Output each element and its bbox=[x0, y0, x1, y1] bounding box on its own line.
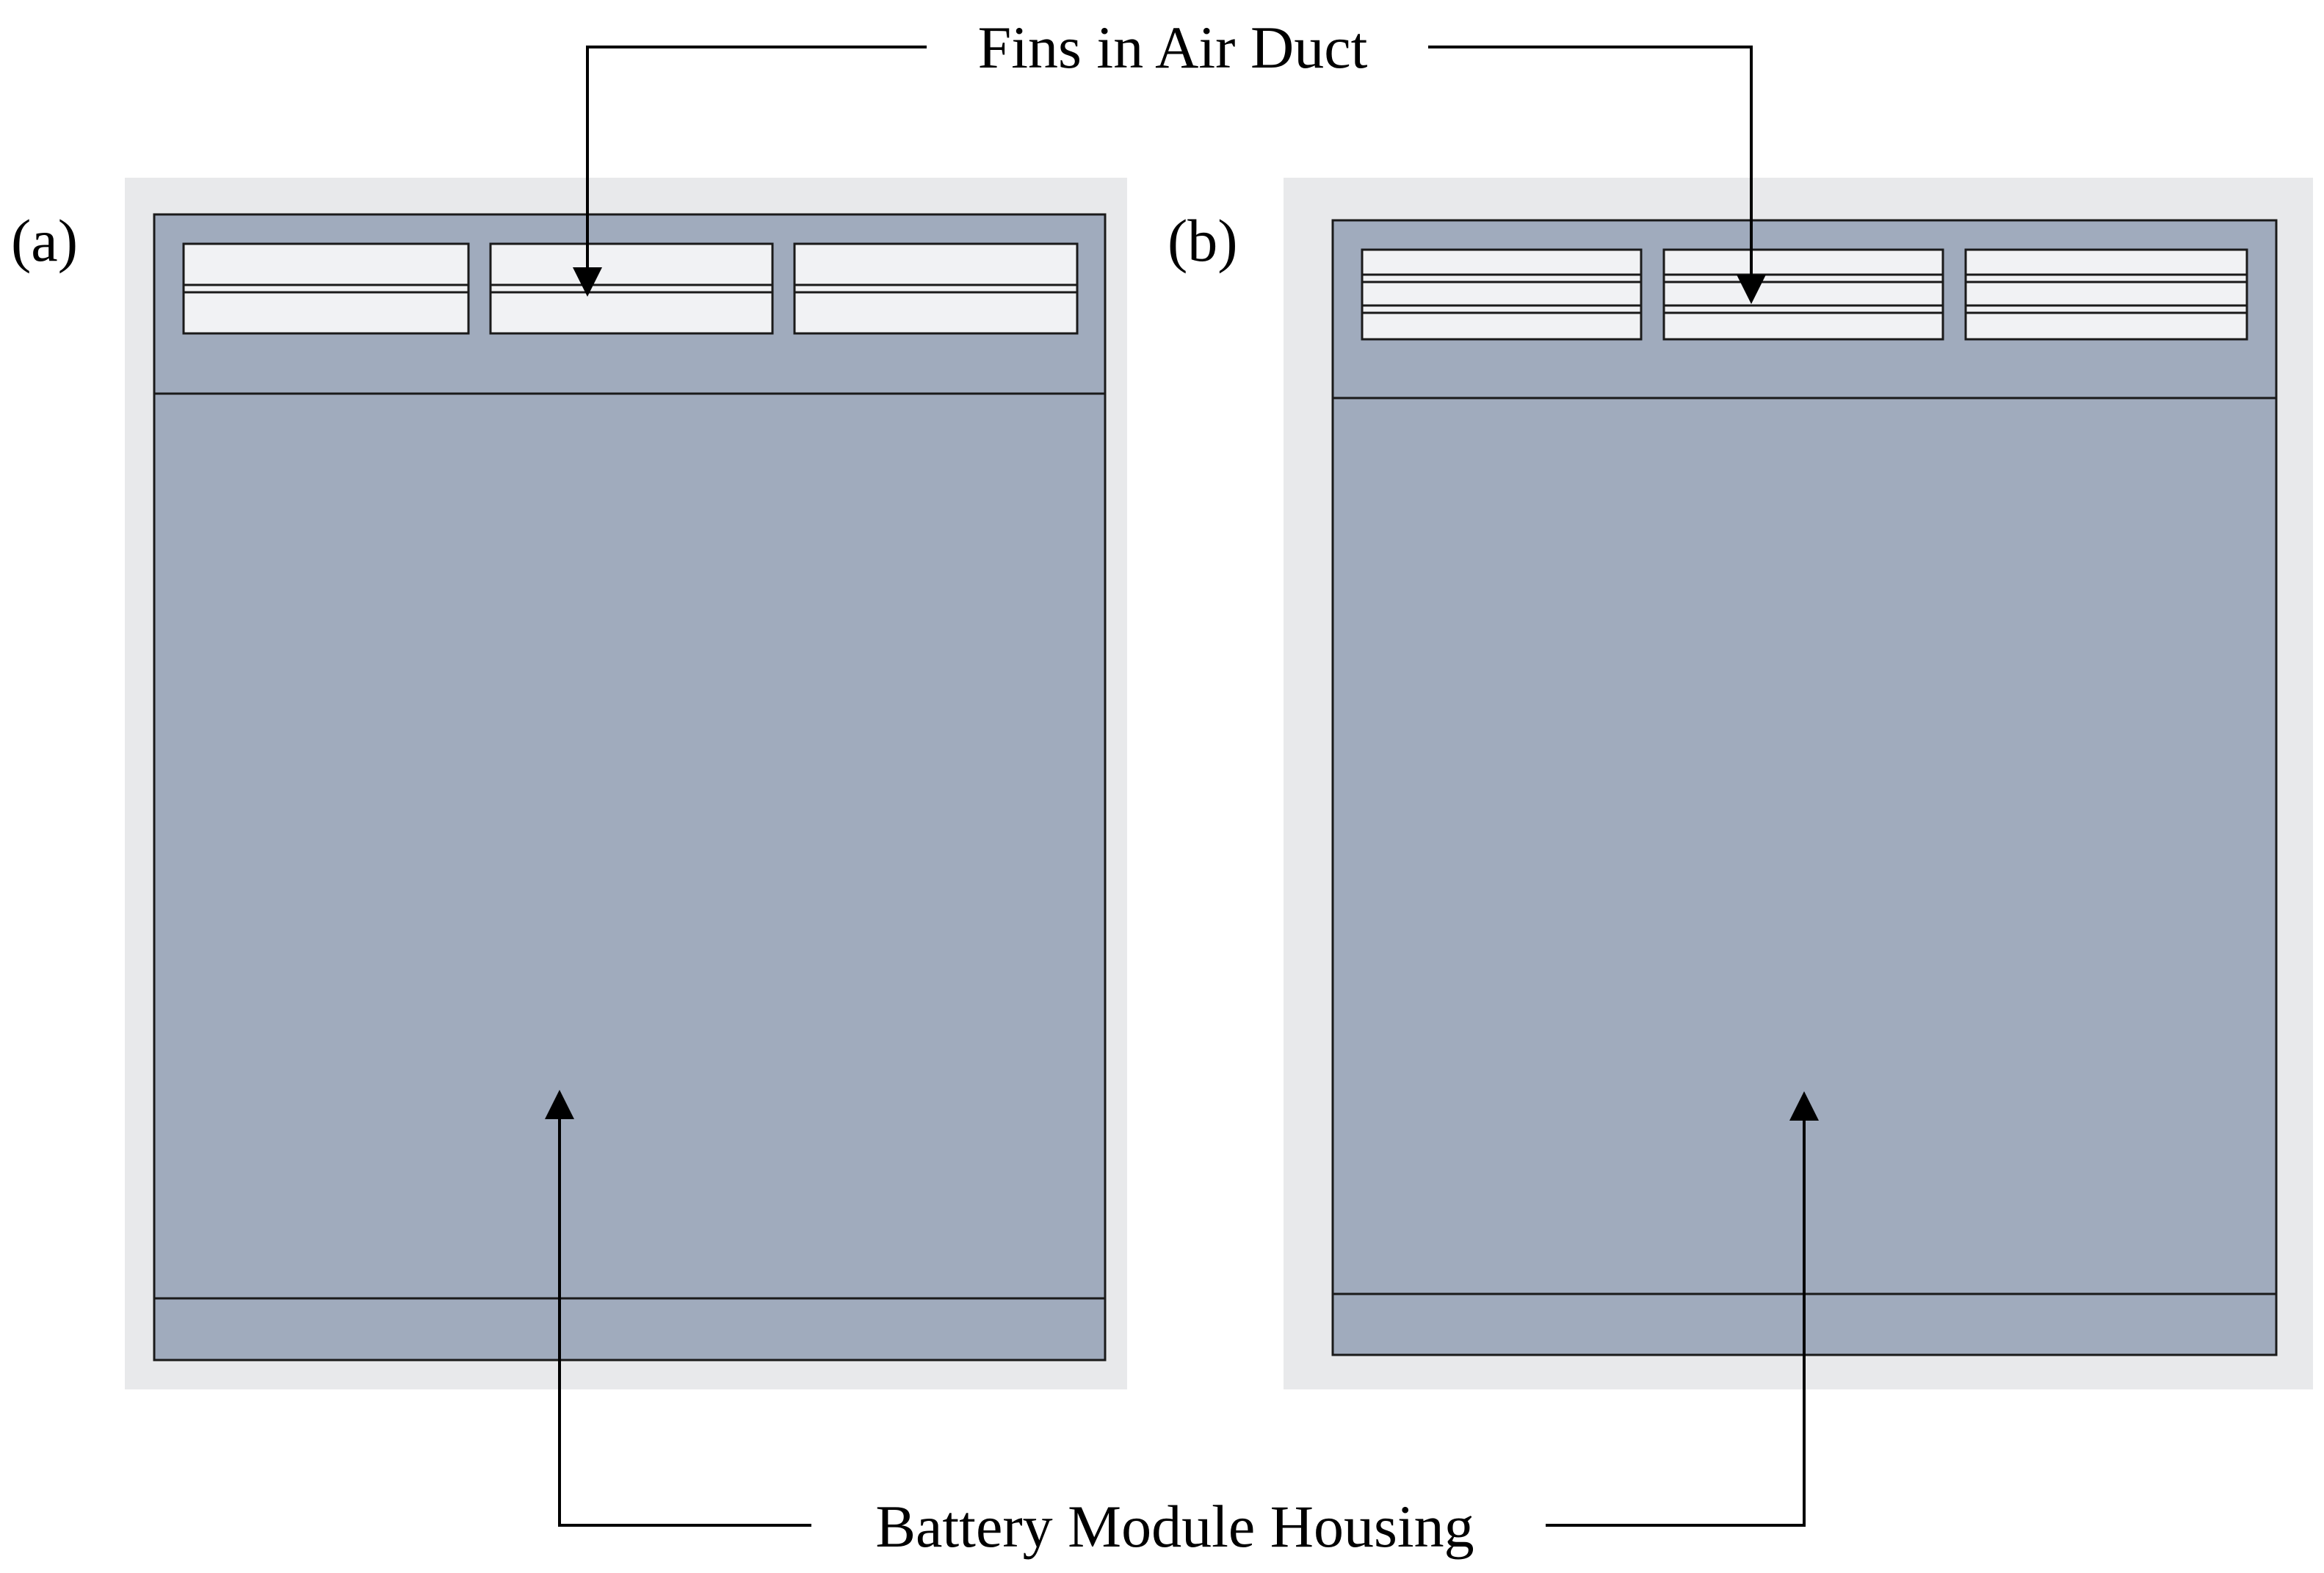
fins-arrow-left bbox=[573, 46, 927, 297]
panel-a-fins bbox=[184, 283, 1077, 294]
housing-label: Battery Module Housing bbox=[875, 1493, 1474, 1560]
panel-b-channel-3 bbox=[1964, 248, 2248, 341]
housing-arrow-right bbox=[1546, 1091, 1819, 1527]
panel-a: (a) bbox=[11, 178, 1127, 1389]
panel-b-channel-1 bbox=[1361, 248, 1643, 341]
housing-arrow-left bbox=[545, 1090, 811, 1527]
panel-b-channel-2 bbox=[1662, 248, 1944, 341]
fins-label: Fins in Air Duct bbox=[978, 14, 1368, 81]
panel-b-label: (b) bbox=[1168, 207, 1238, 274]
panel-a-channel-1 bbox=[182, 242, 470, 335]
panel-a-label: (a) bbox=[11, 207, 78, 274]
panel-a-housing bbox=[153, 213, 1107, 1362]
panel-a-channel-2 bbox=[489, 242, 774, 335]
panel-b-fins bbox=[1362, 273, 2247, 314]
panel-a-channel-3 bbox=[793, 242, 1079, 335]
fins-arrow-right bbox=[1428, 46, 1766, 304]
panel-b: (b) bbox=[1168, 178, 2313, 1389]
